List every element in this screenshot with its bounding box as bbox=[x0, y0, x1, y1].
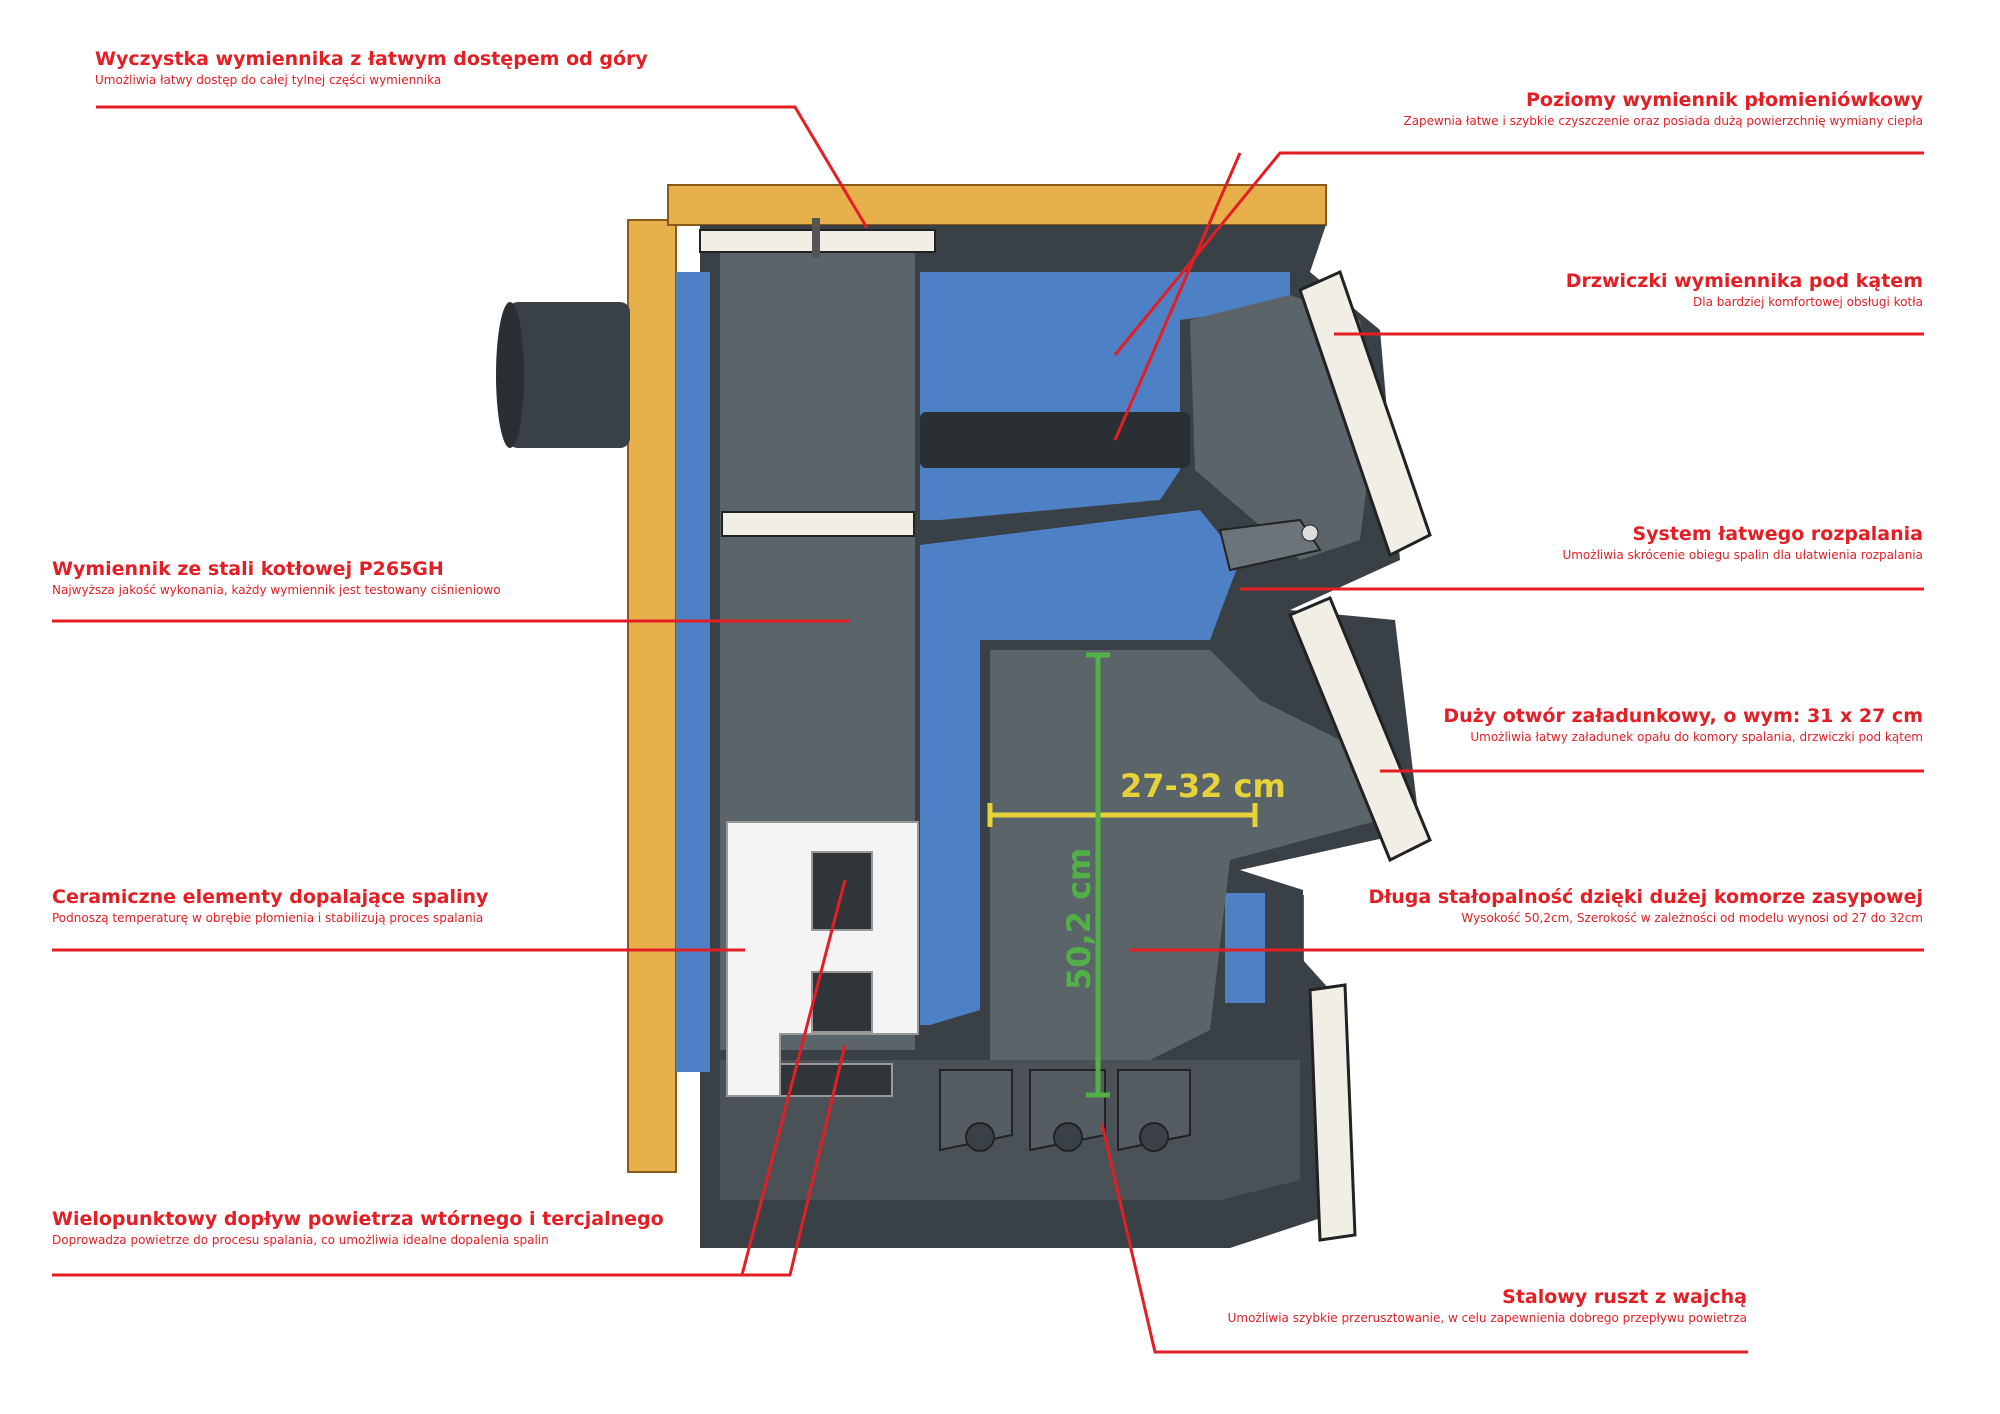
leader-fire-tube-2 bbox=[1113, 152, 1242, 441]
exchanger-door bbox=[1298, 269, 1432, 558]
callout-steel-exchanger: Wymiennik ze stali kotłowej P265GH Najwy… bbox=[52, 557, 501, 599]
callout-subtitle: Umożliwia skrócenie obiegu spalin dla uł… bbox=[1562, 548, 1923, 562]
callout-subtitle: Wysokość 50,2cm, Szerokość w zależności … bbox=[1461, 911, 1923, 925]
callout-subtitle: Podnoszą temperaturę w obrębie płomienia… bbox=[52, 911, 484, 925]
top-cleaning-plate bbox=[699, 218, 936, 258]
fire-tube-pipe bbox=[920, 412, 1190, 468]
ignition-flap bbox=[1218, 518, 1322, 572]
callout-long-burn: Długa stałopalność dzięki dużej komorze … bbox=[1368, 885, 1923, 927]
callout-title: Długa stałopalność dzięki dużej komorze … bbox=[1368, 886, 1923, 908]
callout-loading-opening: Duży otwór załadunkowy, o wym: 31 x 27 c… bbox=[1443, 704, 1923, 746]
callout-title: Wyczystka wymiennika z łatwym dostępem o… bbox=[95, 48, 648, 70]
ash-door bbox=[1308, 983, 1357, 1242]
callout-ignition: System łatwego rozpalania Umożliwia skró… bbox=[1562, 522, 1923, 564]
callout-title: Stalowy ruszt z wajchą bbox=[1502, 1286, 1747, 1308]
leader-air-supply-2 bbox=[740, 879, 847, 1276]
callout-subtitle: Dla bardziej komfortowej obsługi kotła bbox=[1693, 295, 1923, 309]
callout-angled-door: Drzwiczki wymiennika pod kątem Dla bardz… bbox=[1566, 269, 1923, 311]
callout-subtitle: Umożliwia szybkie przerusztowanie, w cel… bbox=[1227, 1311, 1747, 1325]
width-dimension-label: 27-32 cm bbox=[1120, 767, 1286, 805]
callout-subtitle: Doprowadza powietrze do procesu spalania… bbox=[52, 1233, 549, 1247]
mid-shelf bbox=[721, 511, 915, 537]
callout-subtitle: Najwyższa jakość wykonania, każdy wymien… bbox=[52, 583, 501, 597]
callout-title: Poziomy wymiennik płomieniówkowy bbox=[1525, 89, 1923, 111]
leader-air-supply bbox=[52, 1044, 847, 1277]
height-dimension-label: 50,2 cm bbox=[1060, 848, 1098, 990]
callout-title: Ceramiczne elementy dopalające spaliny bbox=[52, 886, 489, 908]
callout-title: Wielopunktowy dopływ powietrza wtórnego … bbox=[52, 1208, 664, 1230]
callout-subtitle: Zapewnia łatwe i szybkie czyszczenie ora… bbox=[1403, 114, 1923, 128]
ceramic-elements bbox=[726, 821, 919, 1097]
callout-title: System łatwego rozpalania bbox=[1632, 523, 1923, 545]
flue-pipe bbox=[496, 302, 630, 448]
callout-title: Drzwiczki wymiennika pod kątem bbox=[1565, 270, 1923, 292]
grate bbox=[939, 1069, 1191, 1152]
callout-air-supply: Wielopunktowy dopływ powietrza wtórnego … bbox=[52, 1207, 664, 1249]
loading-door bbox=[1288, 596, 1432, 863]
callout-ceramic: Ceramiczne elementy dopalające spaliny P… bbox=[52, 885, 488, 927]
callout-grate: Stalowy ruszt z wajchą Umożliwia szybkie… bbox=[1228, 1285, 1747, 1327]
leader-top-cleaning bbox=[96, 105, 869, 229]
callout-subtitle: Umożliwia łatwy załadunek opału do komor… bbox=[1470, 730, 1923, 744]
callout-top-cleaning: Wyczystka wymiennika z łatwym dostępem o… bbox=[95, 47, 648, 89]
height-dimension bbox=[1086, 652, 1110, 1098]
callout-subtitle: Umożliwia łatwy dostęp do całej tylnej c… bbox=[95, 73, 442, 87]
leader-grate bbox=[1100, 1123, 1748, 1354]
leader-lines bbox=[52, 105, 1924, 1354]
callout-title: Wymiennik ze stali kotłowej P265GH bbox=[52, 558, 444, 580]
leader-fire-tube bbox=[1113, 151, 1924, 356]
callout-fire-tube: Poziomy wymiennik płomieniówkowy Zapewni… bbox=[1403, 88, 1923, 130]
callout-title: Duży otwór załadunkowy, o wym: 31 x 27 c… bbox=[1443, 705, 1923, 727]
width-dimension bbox=[987, 803, 1258, 827]
